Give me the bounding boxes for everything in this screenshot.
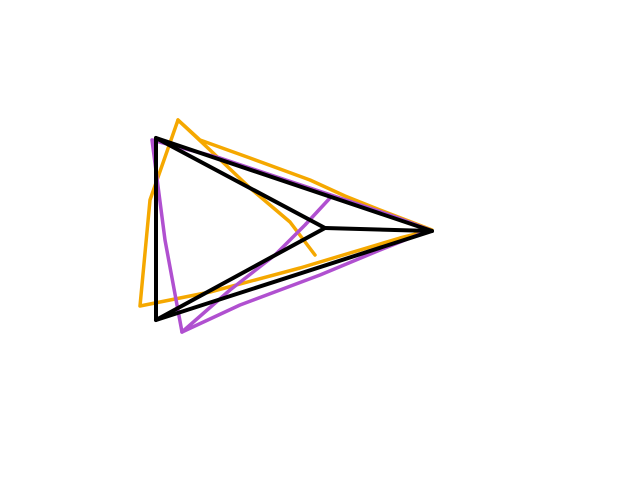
black-triangle <box>154 136 434 322</box>
black-inner-spoke <box>323 226 434 233</box>
purple-triangle <box>150 138 432 334</box>
